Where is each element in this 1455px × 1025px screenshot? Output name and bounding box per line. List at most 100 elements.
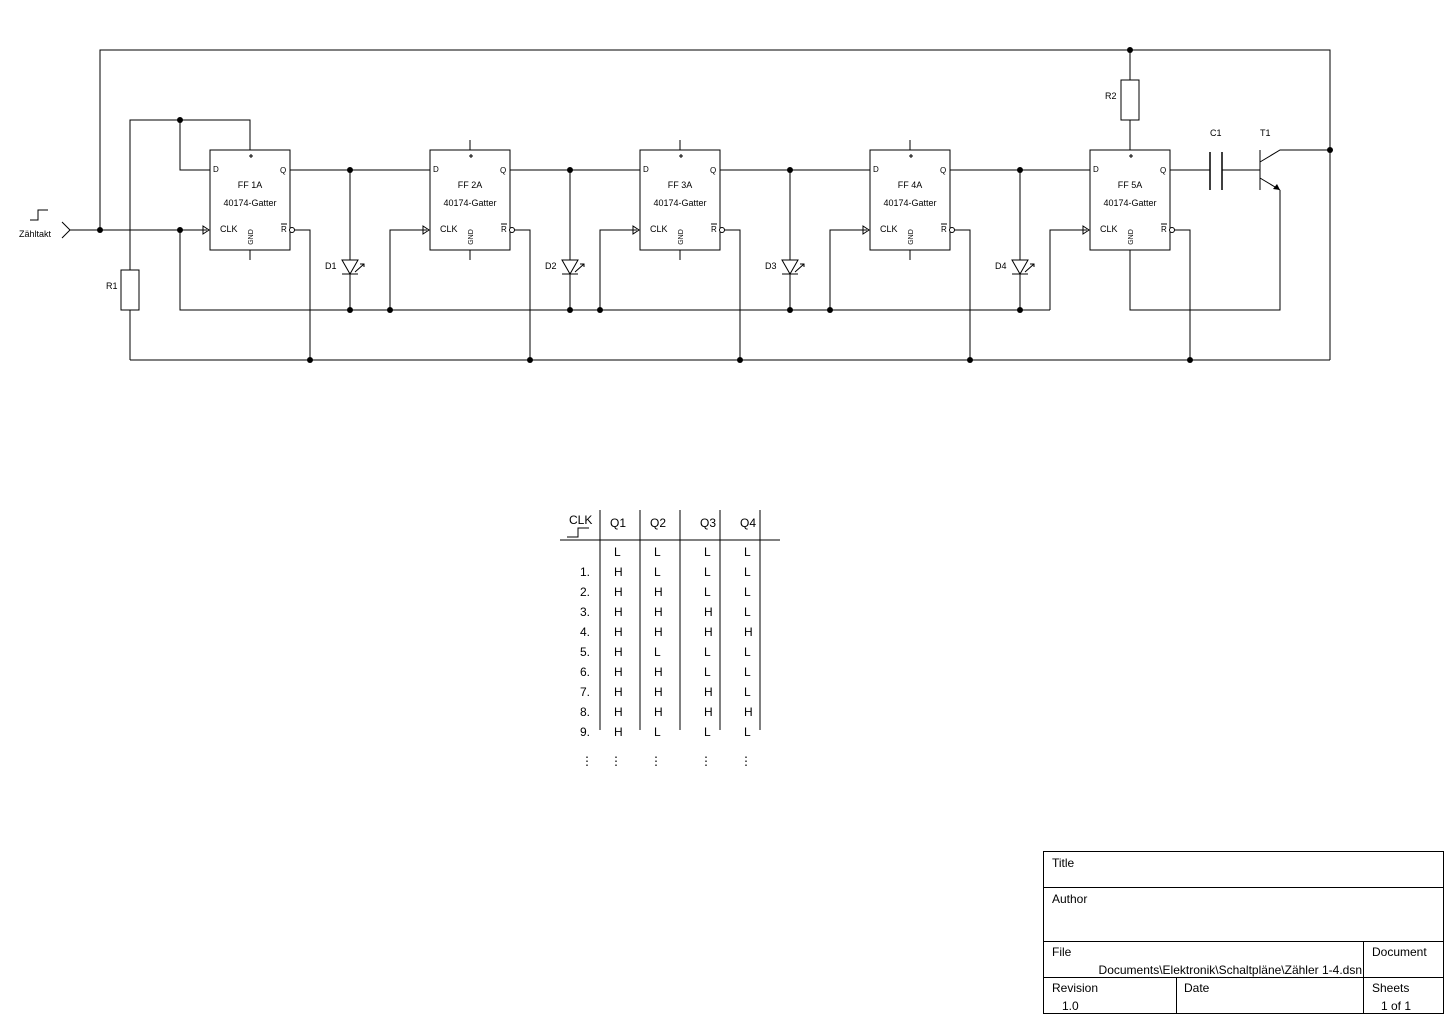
table-row-clock: 6. xyxy=(580,665,590,679)
table-cell: H xyxy=(654,705,663,719)
inverted-output-bubble xyxy=(509,227,515,233)
table-cell: L xyxy=(704,585,711,599)
pin-gnd-label: GND xyxy=(468,229,475,245)
input-label: Zähltakt xyxy=(19,229,52,239)
t1-label: T1 xyxy=(1260,128,1271,138)
pin-r-label: R xyxy=(941,225,947,234)
table-cell: H xyxy=(654,625,663,639)
inverted-output-bubble xyxy=(949,227,955,233)
sheets-value: 1 of 1 xyxy=(1381,999,1412,1013)
file-path: Documents\Elektronik\Schaltpläne\Zähler … xyxy=(1098,963,1362,977)
table-cell: H xyxy=(614,705,623,719)
pin-gnd-label: GND xyxy=(1128,229,1135,245)
r2-label: R2 xyxy=(1105,91,1117,101)
table-cell: L xyxy=(614,545,621,559)
pin-gnd-label: GND xyxy=(908,229,915,245)
led-d4: D4 xyxy=(995,259,1035,276)
table-row-clock: 9. xyxy=(580,725,590,739)
inverted-output-bubble xyxy=(289,227,295,233)
pin-q-label: Q xyxy=(710,166,716,175)
led-label: D3 xyxy=(765,261,777,271)
led-label: D1 xyxy=(325,261,337,271)
leds: D1 D2 D3 D4 xyxy=(325,259,1035,276)
table-continuation: ⋮ xyxy=(700,754,712,768)
led-label: D2 xyxy=(545,261,557,271)
table-cell: L xyxy=(654,565,661,579)
revision-label: Revision xyxy=(1052,981,1099,995)
table-cell: H xyxy=(704,705,713,719)
table-cell: L xyxy=(704,565,711,579)
table-row-clock: 2. xyxy=(580,585,590,599)
table-header-q1: Q1 xyxy=(610,516,626,530)
led-d1: D1 xyxy=(325,259,365,276)
pin-d-label: D xyxy=(643,165,649,174)
table-row-clock: 5. xyxy=(580,645,590,659)
table-cell: H xyxy=(704,685,713,699)
table-cell: H xyxy=(614,725,623,739)
pin-d-label: D xyxy=(873,165,879,174)
table-cell: H xyxy=(654,685,663,699)
table-header-q4: Q4 xyxy=(740,516,756,530)
table-cell: L xyxy=(704,725,711,739)
pin-q-label: Q xyxy=(940,166,946,175)
table-cell: L xyxy=(704,645,711,659)
flipflop-type: 40174-Gatter xyxy=(653,198,706,208)
clock-triangle-icon xyxy=(422,225,430,235)
flipflop-type: 40174-Gatter xyxy=(223,198,276,208)
revision-value: 1.0 xyxy=(1062,999,1079,1013)
pin-clk-label: CLK xyxy=(650,224,668,234)
pin-clk-label: CLK xyxy=(1100,224,1118,234)
table-cell: H xyxy=(654,585,663,599)
table-cell: L xyxy=(744,665,751,679)
clock-triangle-icon xyxy=(862,225,870,235)
clock-triangle-icon xyxy=(202,225,210,235)
table-cell: H xyxy=(704,605,713,619)
table-header-q2: Q2 xyxy=(650,516,666,530)
table-cell: H xyxy=(614,665,623,679)
table-continuation: ⋮ xyxy=(581,754,593,768)
table-cell: H xyxy=(704,625,713,639)
table-cell: L xyxy=(654,545,661,559)
table-cell: L xyxy=(744,585,751,599)
clock-triangle-icon xyxy=(632,225,640,235)
table-cell: H xyxy=(744,705,753,719)
date-label: Date xyxy=(1184,981,1210,995)
transistor-arrow xyxy=(1273,184,1280,190)
table-continuation: ⋮ xyxy=(740,754,752,768)
c1-label: C1 xyxy=(1210,128,1222,138)
table-row-clock: 3. xyxy=(580,605,590,619)
pin-q-label: Q xyxy=(500,166,506,175)
led-d2: D2 xyxy=(545,259,585,276)
pin-r-label: R xyxy=(281,225,287,234)
table-cell: H xyxy=(614,605,623,619)
clock-triangle-icon xyxy=(1082,225,1090,235)
pin-r-label: R xyxy=(1161,225,1167,234)
table-cell: H xyxy=(614,625,623,639)
table-cell: H xyxy=(654,665,663,679)
pin-gnd-label: GND xyxy=(248,229,255,245)
flipflop-name: FF 3A xyxy=(668,180,693,190)
table-cell: H xyxy=(614,585,623,599)
led-label: D4 xyxy=(995,261,1007,271)
table-cell: L xyxy=(744,685,751,699)
table-cell: L xyxy=(744,545,751,559)
table-row-clock: 8. xyxy=(580,705,590,719)
table-continuation: ⋮ xyxy=(650,754,662,768)
table-header-q3: Q3 xyxy=(700,516,716,530)
pin-d-label: D xyxy=(213,165,219,174)
flipflop-type: 40174-Gatter xyxy=(443,198,496,208)
table-cell: L xyxy=(744,725,751,739)
inverted-output-bubble xyxy=(719,227,725,233)
pin-q-label: Q xyxy=(1160,166,1166,175)
table-cell: H xyxy=(654,605,663,619)
r1-label: R1 xyxy=(106,281,118,291)
title-block: Title Author File Documents\Elektronik\S… xyxy=(1043,851,1444,1014)
table-row-clock: 7. xyxy=(580,685,590,699)
table-continuation: ⋮ xyxy=(610,754,622,768)
pin-clk-label: CLK xyxy=(440,224,458,234)
